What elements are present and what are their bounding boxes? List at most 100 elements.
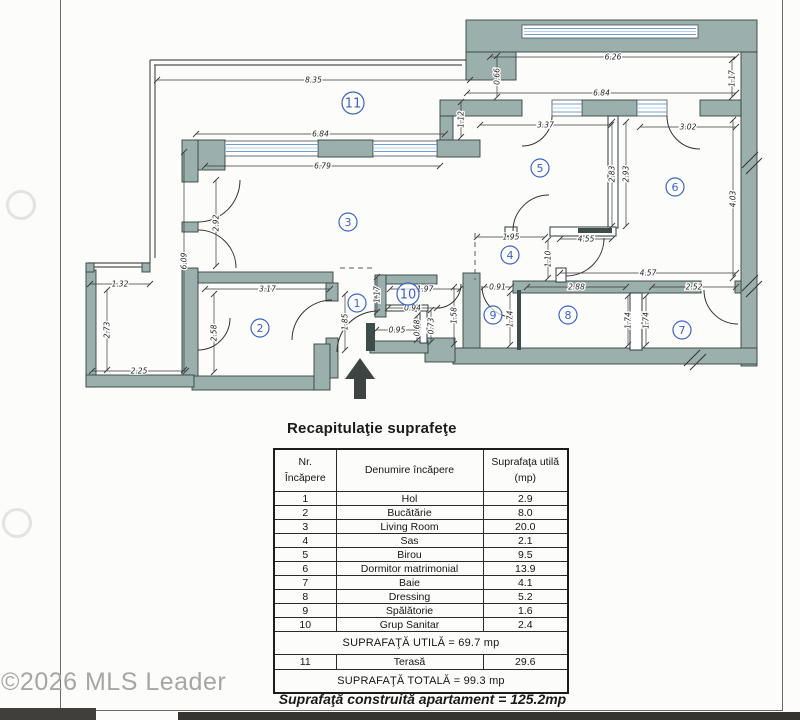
room-number-badge: 10	[396, 282, 420, 306]
cell-area: 13.9	[482, 561, 569, 576]
svg-text:4.55: 4.55	[578, 235, 595, 244]
dimension: 0.91	[480, 281, 515, 293]
dimension: 1.17	[726, 56, 738, 101]
svg-text:2.83: 2.83	[608, 165, 617, 182]
cell-area: 9.5	[482, 547, 569, 562]
header-nr: Nr.Încăpere	[273, 448, 337, 492]
dimension: 0.68	[411, 312, 423, 344]
svg-text:6.79: 6.79	[314, 162, 331, 171]
svg-text:1: 1	[354, 297, 361, 310]
dimension: 1.32	[86, 278, 154, 290]
svg-text:2.73: 2.73	[103, 321, 112, 338]
svg-text:0.95: 0.95	[389, 326, 406, 335]
header-suprafata: Suprafaţa utilă(mp)	[482, 448, 569, 492]
svg-text:3.17: 3.17	[259, 285, 276, 294]
dimension: 1.95	[473, 231, 549, 243]
svg-text:4: 4	[507, 249, 514, 262]
door-arcs	[197, 115, 739, 353]
dimension: 4.57	[556, 267, 740, 279]
svg-text:1.58: 1.58	[450, 307, 459, 324]
svg-text:4.57: 4.57	[640, 269, 657, 278]
svg-text:6.84: 6.84	[593, 89, 610, 98]
svg-text:6: 6	[672, 181, 679, 194]
terrace-outline	[88, 59, 466, 268]
cell-area: 2.4	[482, 617, 569, 632]
cell-name: Grup Sanitar	[335, 617, 484, 632]
dimension: 2.52	[648, 281, 740, 293]
cell-name: Sas	[335, 533, 484, 548]
cell-nr: 5	[273, 547, 337, 562]
svg-text:2.25: 2.25	[131, 367, 148, 376]
dimension: 2.25	[88, 365, 190, 377]
cell-name: Living Room	[335, 519, 484, 534]
cell-nr: 7	[273, 575, 337, 590]
subtotal-util-row: SUPRAFAŢĂ UTILĂ = 69.7 mp	[273, 631, 569, 655]
svg-text:1.74: 1.74	[506, 310, 515, 327]
cell-name: Bucătărie	[335, 505, 484, 520]
svg-text:1.97: 1.97	[417, 285, 434, 294]
svg-text:11: 11	[345, 97, 362, 112]
dimension: 6.26	[486, 51, 740, 63]
room-number-badge: 6	[665, 177, 685, 197]
svg-text:2: 2	[257, 322, 264, 335]
walls	[85, 19, 758, 391]
cell-area: 29.6	[482, 654, 569, 670]
room-number-badge: 1	[347, 293, 367, 313]
cell-name: Birou	[335, 547, 484, 562]
break-marks	[683, 151, 763, 371]
total-row: SUPRAFAŢĂ TOTALĂ = 99.3 mp	[273, 669, 569, 694]
svg-text:1.85: 1.85	[341, 313, 350, 330]
areas-table: Nr.Încăpere Denumire încăpere Suprafaţa …	[273, 448, 569, 694]
svg-text:2.52: 2.52	[686, 283, 703, 292]
room-number-badge: 3	[338, 212, 358, 232]
svg-text:3.37: 3.37	[537, 121, 554, 130]
cell-area: 2.9	[482, 491, 569, 506]
cell-area: 8.0	[482, 505, 569, 520]
svg-text:1.12: 1.12	[457, 111, 466, 128]
subtotal-util-row: SUPRAFAŢĂ UTILĂ = 69.7 mp	[273, 631, 569, 655]
cell-name: Dormitor matrimonial	[335, 561, 484, 576]
svg-text:2.58: 2.58	[210, 324, 219, 341]
dimension: 6.79	[201, 160, 444, 172]
svg-text:3: 3	[345, 216, 352, 229]
svg-text:1.17: 1.17	[373, 286, 382, 303]
svg-text:10: 10	[400, 288, 417, 303]
page-border-bottom	[60, 710, 783, 711]
dimension: 4.03	[727, 116, 739, 282]
cell-area: 4.1	[482, 575, 569, 590]
dimension: 6.09	[178, 148, 190, 374]
svg-text:3.02: 3.02	[680, 123, 697, 132]
room-number-badge: 7	[672, 320, 692, 340]
dimension: 2.93	[620, 118, 632, 230]
svg-text:4.03: 4.03	[729, 190, 738, 207]
svg-text:1.10: 1.10	[544, 250, 553, 267]
cell-nr: 4	[273, 533, 337, 548]
svg-text:1.74: 1.74	[642, 312, 651, 329]
room-number-badge: 8	[558, 305, 578, 325]
cell-nr: 8	[273, 589, 337, 604]
cell-nr: 10	[273, 617, 337, 632]
dimension: 3.37	[476, 119, 615, 131]
dimension: 1.74	[504, 289, 516, 349]
cell-nr: 11	[273, 654, 337, 670]
cell-area: 2.1	[482, 533, 569, 548]
header-denumire: Denumire încăpere	[335, 448, 484, 492]
dimension: 1.74	[622, 292, 634, 349]
dimension: 0.73	[425, 306, 437, 346]
cell-nr: 2	[273, 505, 337, 520]
dimension: 2.58	[208, 290, 220, 376]
windows	[224, 24, 699, 157]
dimension: 1.74	[640, 292, 652, 349]
svg-text:2.92: 2.92	[212, 214, 221, 231]
